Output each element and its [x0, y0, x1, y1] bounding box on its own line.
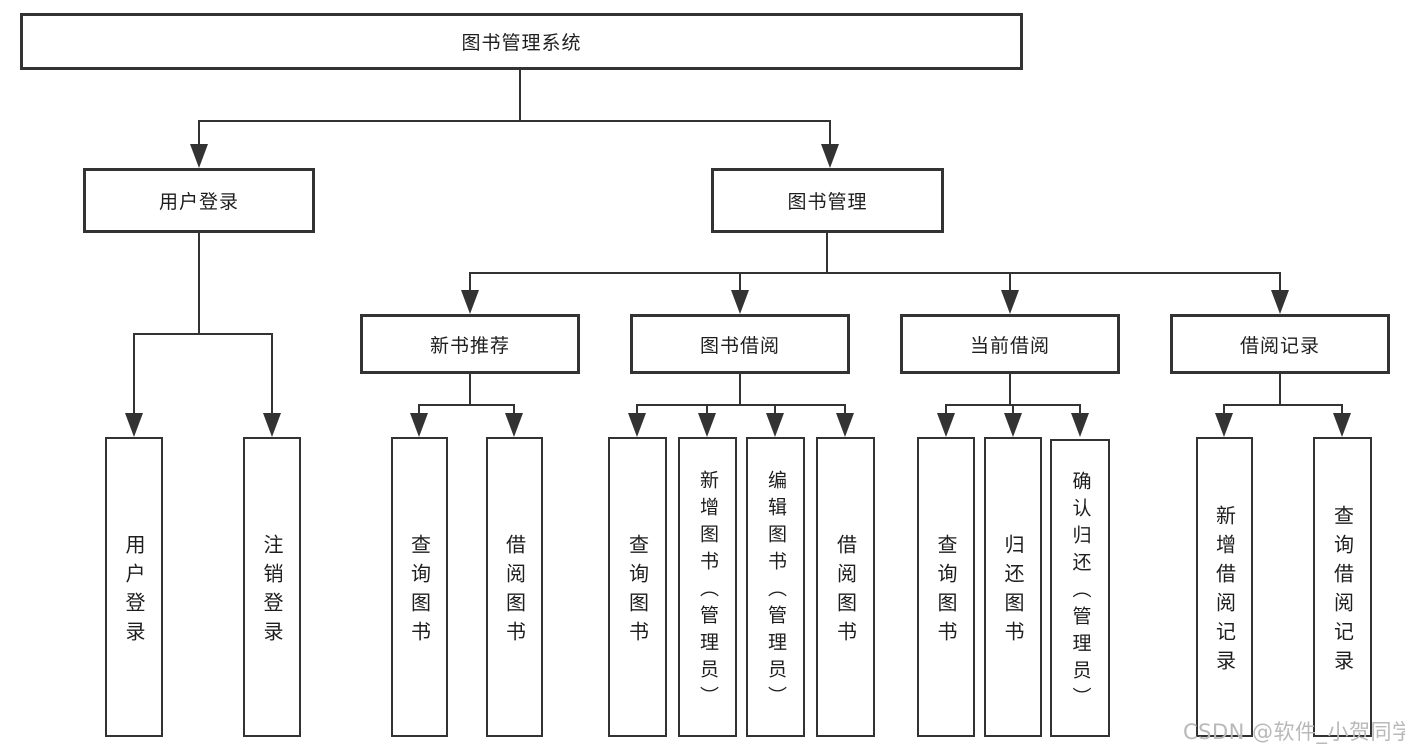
- node-label: 借阅记录: [1239, 334, 1320, 357]
- node-label: 图书借阅: [699, 334, 780, 357]
- arrow-down-icon: [1333, 413, 1351, 437]
- connector-line: [1079, 404, 1081, 413]
- connector-line: [418, 404, 515, 406]
- arrow-down-icon: [1271, 290, 1289, 314]
- connector-line: [829, 120, 831, 146]
- connector-line: [1223, 404, 1343, 406]
- leaf-label: 确认归还（管理员）: [1069, 471, 1092, 714]
- arrow-down-icon: [698, 413, 716, 437]
- connector-line: [1279, 272, 1281, 292]
- connector-line: [1223, 404, 1225, 413]
- csdn-watermark: CSDN @软件_小贺同学: [1183, 720, 1405, 744]
- node-book-borrow: 图书借阅: [630, 314, 850, 374]
- leaf-label: 借阅图书: [502, 533, 527, 650]
- connector-line: [945, 404, 947, 413]
- leaf-logout: 注销登录: [243, 437, 301, 737]
- leaf-label: 新增图书（管理员）: [697, 470, 719, 713]
- arrow-down-icon: [190, 144, 208, 168]
- connector-line: [519, 70, 521, 122]
- leaf-add-books-admin: 新增图书（管理员）: [678, 437, 737, 737]
- connector-line: [418, 404, 420, 413]
- connector-line: [739, 374, 741, 406]
- node-user-login: 用户登录: [83, 168, 315, 233]
- leaf-label: 编辑图书（管理员）: [765, 470, 787, 713]
- leaf-label: 查询借阅记录: [1330, 504, 1355, 679]
- node-label: 图书管理: [787, 191, 868, 213]
- leaf-user-login: 用户登录: [105, 437, 163, 737]
- leaf-borrow-books-recommend: 借阅图书: [486, 437, 543, 737]
- leaf-return-books: 归还图书: [984, 437, 1042, 737]
- connector-line: [1341, 404, 1343, 413]
- connector-line: [271, 333, 273, 413]
- leaf-add-borrow-record: 新增借阅记录: [1196, 437, 1253, 737]
- leaf-label: 借阅图书: [833, 533, 858, 650]
- node-new-book-recommend: 新书推荐: [360, 314, 580, 374]
- connector-line: [1009, 272, 1011, 292]
- leaf-label: 归还图书: [1001, 533, 1025, 650]
- node-label: 当前借阅: [969, 334, 1050, 357]
- node-label: 图书管理系统: [461, 32, 582, 54]
- arrow-down-icon: [731, 290, 749, 314]
- arrow-down-icon: [410, 413, 428, 437]
- leaf-confirm-return-admin: 确认归还（管理员）: [1050, 439, 1110, 737]
- connector-line: [844, 404, 846, 413]
- arrow-down-icon: [125, 413, 143, 437]
- arrow-down-icon: [628, 413, 646, 437]
- connector-line: [706, 404, 708, 413]
- leaf-query-books-current: 查询图书: [917, 437, 975, 737]
- node-current-borrow: 当前借阅: [900, 314, 1120, 374]
- arrow-down-icon: [461, 290, 479, 314]
- arrow-down-icon: [836, 413, 854, 437]
- node-book-management: 图书管理: [711, 168, 944, 233]
- leaf-label: 用户登录: [122, 533, 146, 650]
- connector-line: [636, 404, 638, 413]
- arrow-down-icon: [1004, 413, 1022, 437]
- leaf-borrow-books: 借阅图书: [816, 437, 875, 737]
- arrow-down-icon: [505, 413, 523, 437]
- connector-line: [469, 272, 1281, 274]
- arrow-down-icon: [1071, 413, 1089, 437]
- connector-line: [198, 120, 831, 122]
- connector-line: [133, 333, 272, 335]
- connector-line: [1009, 374, 1011, 406]
- connector-line: [1279, 374, 1281, 406]
- connector-line: [739, 272, 741, 292]
- arrow-down-icon: [766, 413, 784, 437]
- arrow-down-icon: [1001, 290, 1019, 314]
- connector-line: [1012, 404, 1014, 413]
- arrow-down-icon: [1215, 413, 1233, 437]
- node-library-system-root: 图书管理系统: [20, 13, 1023, 70]
- arrow-down-icon: [263, 413, 281, 437]
- arrow-down-icon: [937, 413, 955, 437]
- connector-line: [774, 404, 776, 413]
- arrow-down-icon: [821, 144, 839, 168]
- connector-line: [513, 404, 515, 413]
- connector-line: [198, 120, 200, 146]
- node-label: 用户登录: [158, 191, 239, 213]
- connector-line: [198, 233, 200, 335]
- leaf-label: 查询图书: [407, 533, 432, 650]
- leaf-edit-books-admin: 编辑图书（管理员）: [746, 437, 805, 737]
- connector-line: [469, 272, 471, 292]
- connector-line: [636, 404, 846, 406]
- connector-line: [133, 333, 135, 413]
- leaf-label: 新增借阅记录: [1212, 504, 1237, 679]
- leaf-query-books-borrow: 查询图书: [608, 437, 667, 737]
- leaf-label: 注销登录: [260, 533, 284, 650]
- connector-line: [826, 233, 828, 274]
- node-label: 新书推荐: [429, 334, 510, 357]
- connector-line: [469, 374, 471, 406]
- leaf-query-books-recommend: 查询图书: [391, 437, 448, 737]
- node-borrow-records: 借阅记录: [1170, 314, 1390, 374]
- leaf-label: 查询图书: [934, 533, 958, 650]
- leaf-label: 查询图书: [625, 533, 650, 650]
- leaf-query-borrow-record: 查询借阅记录: [1313, 437, 1372, 737]
